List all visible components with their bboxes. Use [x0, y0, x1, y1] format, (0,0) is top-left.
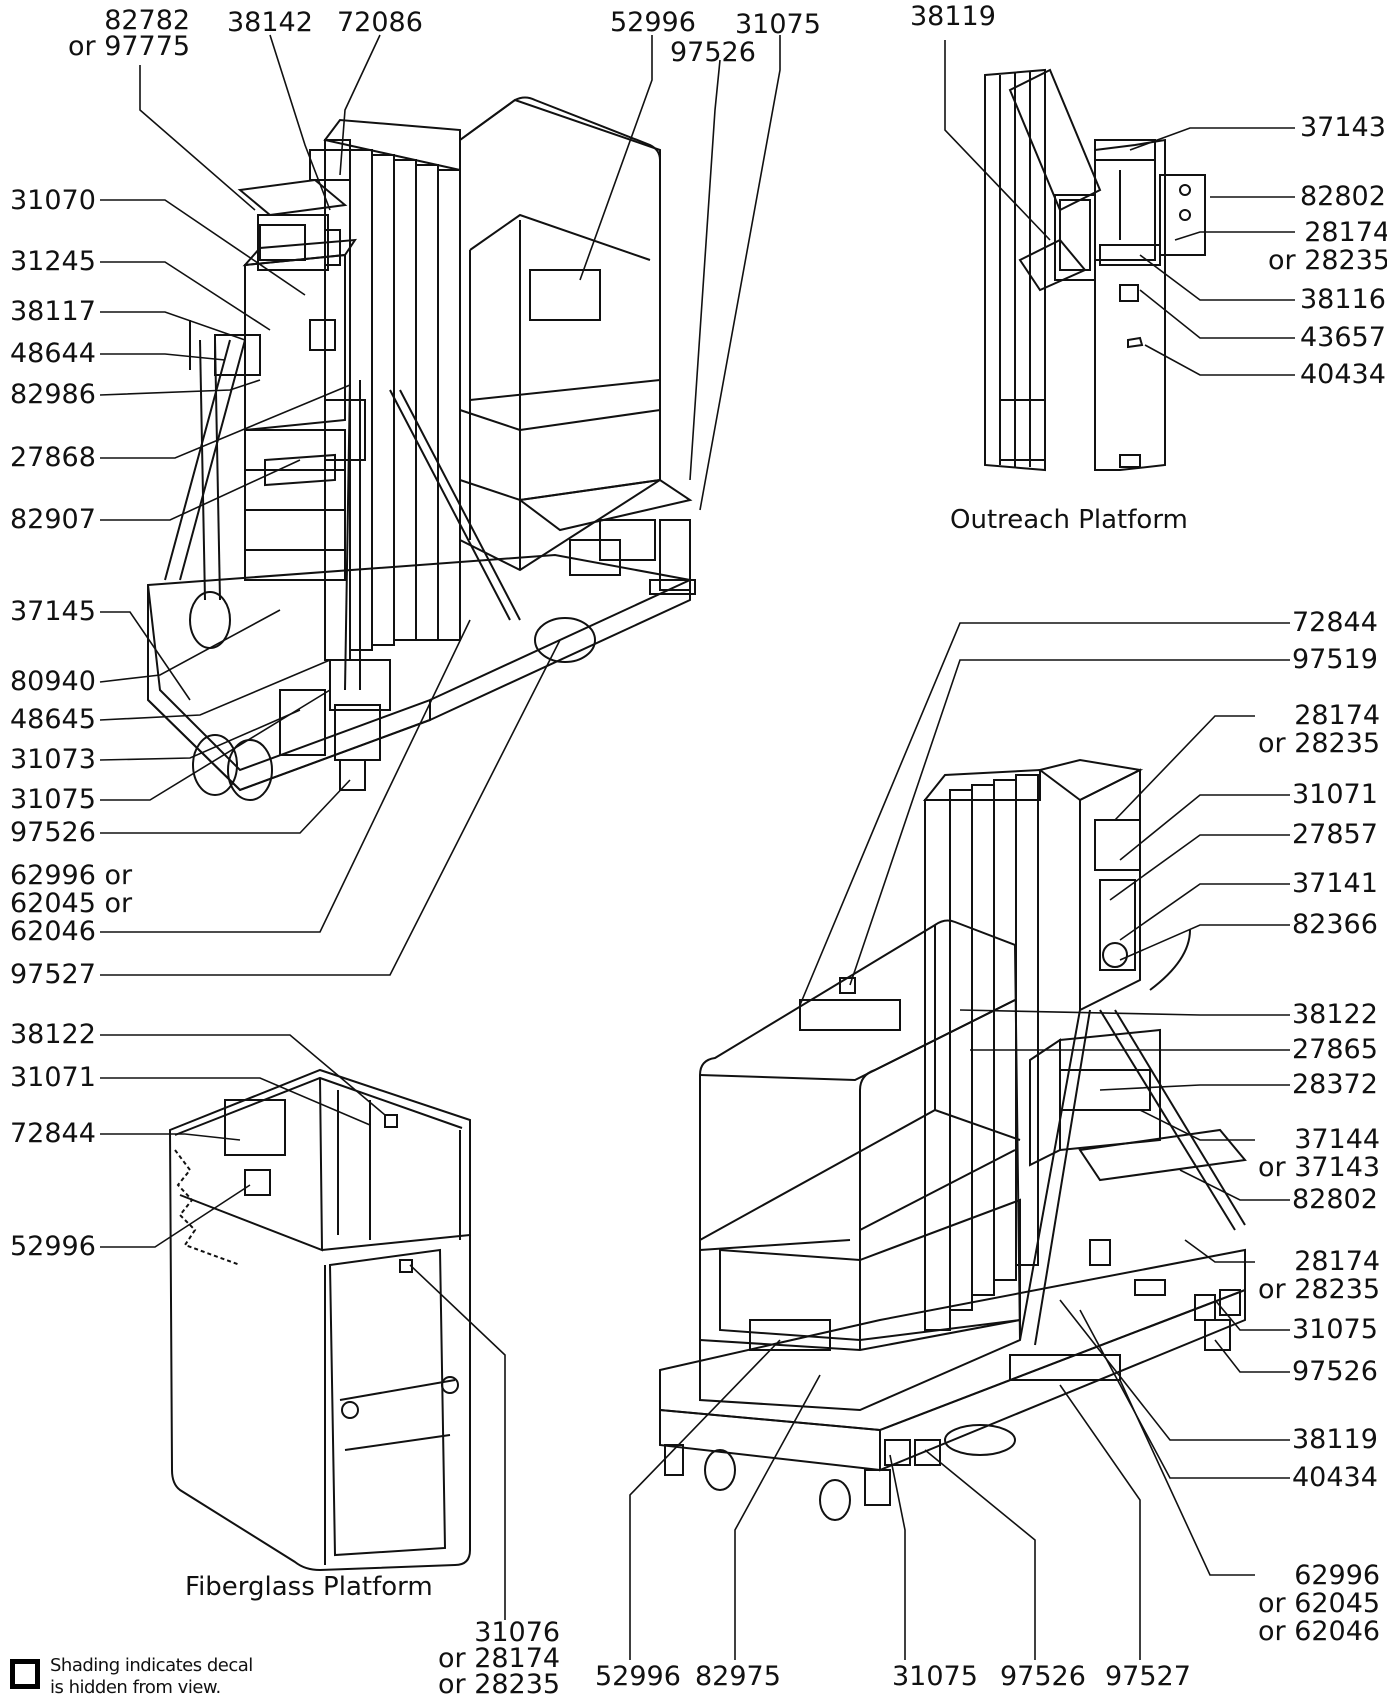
part-label: 37141 — [1292, 868, 1378, 899]
part-label: 37145 — [10, 596, 96, 627]
legend-text-line-1: Shading indicates decal — [50, 1655, 253, 1676]
outreach-caption: Outreach Platform — [950, 505, 1188, 535]
part-label: 31070 — [10, 185, 96, 216]
part-label: 27857 — [1292, 819, 1378, 850]
part-label: 31073 — [10, 744, 96, 775]
part-label: 97526 — [1000, 1661, 1086, 1692]
part-label: 48644 — [10, 338, 96, 369]
part-label: 52996 — [610, 7, 696, 38]
part-label: 97519 — [1292, 644, 1378, 675]
outreach-platform-drawing — [984, 68, 1206, 472]
part-label: 40434 — [1292, 1462, 1378, 1493]
part-label: 97526 — [1292, 1356, 1378, 1387]
part-label: 38117 — [10, 296, 96, 327]
part-label: 31075 — [10, 784, 96, 815]
part-label: 82366 — [1292, 909, 1378, 940]
part-label: 38122 — [10, 1019, 96, 1050]
part-label: 31075 — [892, 1661, 978, 1692]
legend-text-line-2: is hidden from view. — [50, 1677, 221, 1698]
part-label: 80940 — [10, 666, 96, 697]
rear-lift-drawing — [659, 758, 1247, 1521]
leader-lines — [99, 34, 1295, 1660]
part-label: 52996 — [10, 1231, 96, 1262]
part-label: 28174 or 28235 — [1258, 1246, 1381, 1305]
part-label: 38142 — [227, 7, 313, 38]
part-label: 28372 — [1292, 1069, 1378, 1100]
part-label: 28174 or 28235 — [1268, 217, 1387, 276]
part-label: 28174 or 28235 — [1258, 700, 1381, 759]
part-label: 27865 — [1292, 1034, 1378, 1065]
fiberglass-platform-drawing — [168, 1068, 471, 1572]
part-label: 38122 — [1292, 999, 1378, 1030]
part-label: 97527 — [1105, 1661, 1191, 1692]
part-label: 97526 — [10, 817, 96, 848]
part-label: 52996 — [595, 1661, 681, 1692]
main-lift-drawing — [147, 96, 696, 801]
part-label: 37144 or 37143 — [1258, 1124, 1381, 1183]
part-label: 31071 — [10, 1062, 96, 1093]
part-label: 82986 — [10, 379, 96, 410]
part-label: 82782 or 97775 — [68, 5, 191, 62]
part-label: 31071 — [1292, 779, 1378, 810]
part-label: 27868 — [10, 442, 96, 473]
part-label: 97526 — [670, 37, 756, 68]
part-label: 38119 — [1292, 1424, 1378, 1455]
part-label: 40434 — [1300, 359, 1386, 390]
part-label: 82802 — [1292, 1184, 1378, 1215]
part-label: 72844 — [10, 1118, 96, 1149]
part-label: 82907 — [10, 504, 96, 535]
part-label: 62996 or 62045 or 62046 — [1258, 1560, 1381, 1647]
part-label: 97527 — [10, 959, 96, 990]
part-label: 48645 — [10, 704, 96, 735]
part-label: 31245 — [10, 246, 96, 277]
part-label: 31075 — [735, 9, 821, 40]
part-label: 38119 — [910, 1, 996, 32]
part-label: 62996 or 62045 or 62046 — [10, 860, 133, 947]
part-label: 31076 or 28174 or 28235 — [438, 1617, 561, 1700]
part-label: 37143 — [1300, 112, 1386, 143]
fiberglass-caption: Fiberglass Platform — [185, 1572, 433, 1602]
part-label: 82975 — [695, 1661, 781, 1692]
part-label: 38116 — [1300, 284, 1386, 315]
part-label: 82802 — [1300, 181, 1386, 212]
part-label: 43657 — [1300, 322, 1386, 353]
hidden-decal-legend-swatch — [10, 1659, 40, 1689]
part-label: 72844 — [1292, 607, 1378, 638]
part-label: 72086 — [337, 7, 423, 38]
part-label: 31075 — [1292, 1314, 1378, 1345]
